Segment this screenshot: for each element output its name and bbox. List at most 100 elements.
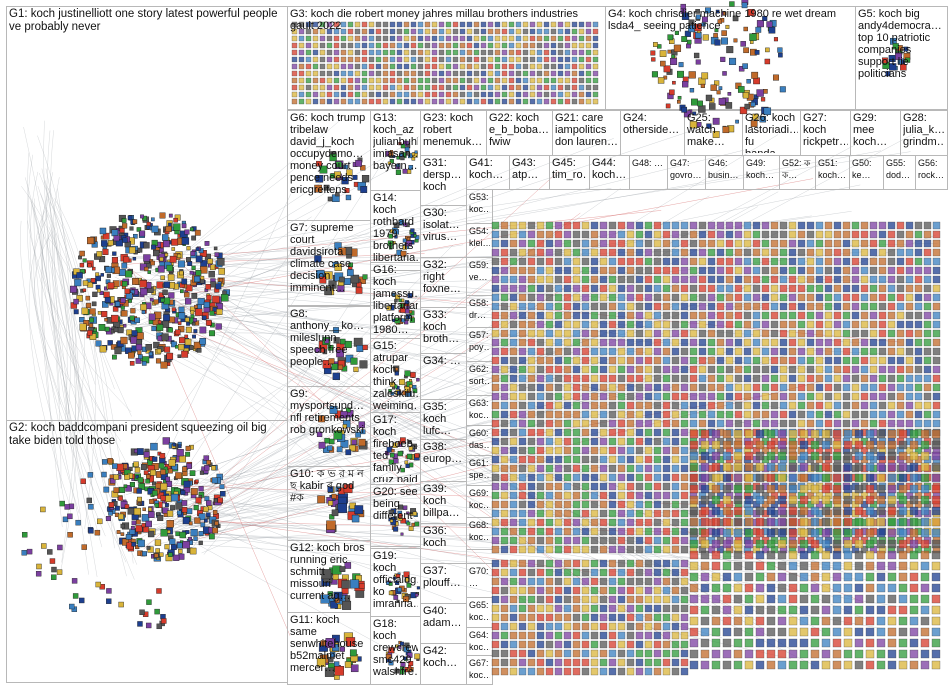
node bbox=[590, 482, 599, 491]
node bbox=[653, 640, 662, 649]
node bbox=[788, 462, 798, 472]
node bbox=[353, 366, 359, 372]
node bbox=[626, 248, 635, 257]
node bbox=[550, 49, 557, 56]
node bbox=[106, 588, 112, 594]
node bbox=[716, 90, 721, 95]
node bbox=[509, 613, 518, 622]
node bbox=[644, 518, 653, 527]
node bbox=[196, 348, 202, 353]
node bbox=[865, 506, 875, 516]
node bbox=[722, 539, 732, 549]
node bbox=[843, 440, 853, 450]
node bbox=[833, 419, 842, 428]
node bbox=[97, 288, 101, 293]
node bbox=[635, 545, 644, 554]
node bbox=[725, 419, 734, 428]
node bbox=[563, 527, 572, 536]
node bbox=[177, 354, 182, 358]
node bbox=[712, 117, 720, 125]
node bbox=[876, 605, 886, 615]
node bbox=[909, 539, 919, 549]
node bbox=[120, 305, 125, 310]
node bbox=[626, 536, 635, 545]
node bbox=[680, 595, 689, 604]
node bbox=[480, 56, 487, 63]
node bbox=[680, 239, 689, 248]
node bbox=[644, 428, 653, 437]
node bbox=[563, 518, 572, 527]
node bbox=[761, 500, 770, 509]
node bbox=[799, 594, 809, 604]
node bbox=[554, 604, 563, 613]
node bbox=[777, 550, 787, 560]
node bbox=[680, 257, 689, 266]
node bbox=[824, 275, 833, 284]
node bbox=[635, 491, 644, 500]
node bbox=[909, 649, 919, 659]
node bbox=[518, 257, 527, 266]
node bbox=[328, 280, 337, 289]
node bbox=[923, 374, 932, 383]
node bbox=[590, 586, 599, 595]
node bbox=[815, 500, 824, 509]
node bbox=[348, 262, 354, 268]
node bbox=[707, 365, 716, 374]
node bbox=[680, 320, 689, 329]
node bbox=[175, 329, 181, 336]
node bbox=[725, 311, 734, 320]
node bbox=[854, 462, 864, 472]
node bbox=[99, 345, 107, 353]
node bbox=[734, 365, 743, 374]
node bbox=[714, 28, 719, 33]
node bbox=[318, 441, 326, 449]
node bbox=[554, 527, 563, 536]
edge bbox=[23, 126, 70, 425]
node bbox=[810, 473, 820, 483]
node bbox=[204, 241, 210, 246]
node bbox=[617, 622, 626, 631]
node bbox=[842, 257, 851, 266]
node bbox=[466, 35, 473, 42]
node bbox=[626, 302, 635, 311]
node bbox=[198, 531, 204, 537]
node bbox=[599, 437, 608, 446]
node bbox=[445, 77, 452, 84]
node bbox=[876, 517, 886, 527]
node bbox=[734, 248, 743, 257]
node bbox=[788, 347, 797, 356]
node bbox=[678, 62, 684, 68]
node bbox=[797, 230, 806, 239]
node bbox=[843, 649, 853, 659]
node bbox=[200, 278, 205, 284]
node bbox=[653, 221, 662, 230]
node bbox=[518, 392, 527, 401]
node bbox=[799, 429, 809, 439]
node bbox=[653, 428, 662, 437]
node bbox=[132, 278, 139, 285]
node bbox=[887, 561, 897, 571]
node bbox=[334, 263, 342, 271]
node bbox=[74, 279, 82, 287]
node bbox=[327, 486, 334, 493]
node bbox=[644, 613, 653, 622]
node bbox=[851, 248, 860, 257]
node bbox=[186, 246, 191, 251]
node bbox=[680, 401, 689, 410]
node bbox=[382, 49, 389, 56]
node bbox=[695, 14, 701, 20]
edge bbox=[179, 393, 772, 495]
node bbox=[417, 49, 424, 56]
node bbox=[581, 383, 590, 392]
node bbox=[327, 656, 334, 663]
node bbox=[833, 329, 842, 338]
node bbox=[164, 346, 171, 353]
node bbox=[459, 56, 466, 63]
node bbox=[671, 631, 680, 640]
node bbox=[716, 239, 725, 248]
node bbox=[368, 49, 375, 56]
node bbox=[662, 410, 671, 419]
node bbox=[393, 229, 399, 235]
node bbox=[581, 401, 590, 410]
